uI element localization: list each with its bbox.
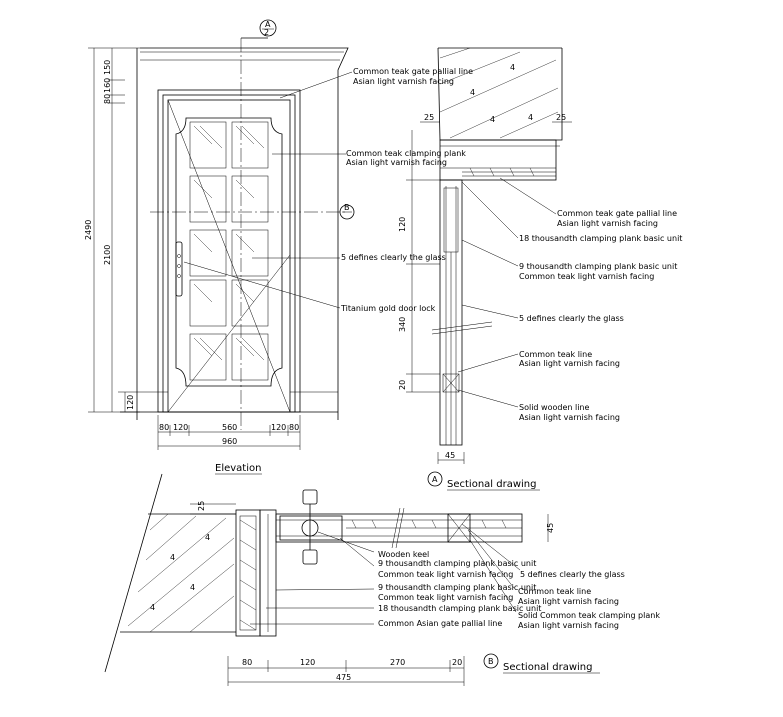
dim-h-560: 560 bbox=[222, 423, 237, 432]
section-b-drawing: 4 4 4 4 bbox=[104, 473, 600, 686]
svg-text:4: 4 bbox=[470, 88, 475, 97]
svg-text:4: 4 bbox=[205, 533, 210, 542]
dim-h-120-left: 120 bbox=[173, 423, 188, 432]
svg-text:2: 2 bbox=[264, 28, 269, 37]
elevation-callouts: Common teak gate pallial line Asian ligh… bbox=[183, 67, 473, 313]
elev-callout-4: Titanium gold door lock bbox=[340, 304, 436, 313]
section-a-callouts: Common teak gate pallial line Asian ligh… bbox=[457, 177, 682, 422]
elevation-horizontal-dimensions: 80 120 560 120 80 960 bbox=[157, 415, 301, 450]
sec-b-dim-475: 475 bbox=[336, 673, 351, 682]
sec-b-callout-7-l2: Asian light varnish facing bbox=[518, 621, 619, 630]
sec-a-callout-6-l1: Solid wooden line bbox=[519, 403, 590, 412]
sec-a-dim-25-right: 25 bbox=[556, 113, 566, 122]
svg-text:4: 4 bbox=[150, 603, 155, 612]
elevation-vertical-dimensions: 2490 2100 150 160 80 120 bbox=[84, 47, 140, 413]
section-marker-a-top: A bbox=[265, 20, 271, 29]
elev-callout-1-l2: Asian light varnish facing bbox=[353, 77, 454, 86]
sec-b-callout-4-l2: Common teak light varnish facing bbox=[378, 593, 513, 602]
sec-b-callout-4-l1: 9 thousandth clamping plank basic unit bbox=[378, 583, 536, 592]
dim-h-80-right: 80 bbox=[289, 423, 299, 432]
sec-a-dim-20: 20 bbox=[398, 380, 407, 390]
dim-h-960: 960 bbox=[222, 437, 237, 446]
sec-b-dim-120: 120 bbox=[300, 658, 315, 667]
sec-a-callout-3-l2: Common teak light varnish facing bbox=[519, 272, 654, 281]
dim-150: 150 bbox=[103, 60, 112, 75]
sec-b-callout-1: Wooden keel bbox=[378, 550, 429, 559]
section-a-title: Sectional drawing bbox=[447, 479, 536, 490]
section-b-callouts: Wooden keel 9 thousandth clamping plank … bbox=[250, 523, 660, 630]
sec-b-callout-6: 18 thousandth clamping plank basic unit bbox=[378, 604, 541, 613]
sec-b-dim-80: 80 bbox=[242, 658, 252, 667]
door-elevation: A 2 B bbox=[120, 19, 355, 430]
sec-b-callout-7-l1: Solid Common teak clamping plank bbox=[518, 611, 660, 620]
sec-a-callout-1-l2: Asian light varnish facing bbox=[557, 219, 658, 228]
sec-a-callout-5-l1: Common teak line bbox=[519, 350, 592, 359]
sec-b-dim-270: 270 bbox=[390, 658, 405, 667]
section-b-title: Sectional drawing bbox=[503, 662, 592, 673]
sec-a-dim-45: 45 bbox=[445, 451, 455, 460]
sec-a-dim-120: 120 bbox=[398, 217, 407, 232]
section-marker-b: B bbox=[488, 657, 494, 666]
elev-callout-3: 5 defines clearly the glass bbox=[341, 253, 446, 262]
dim-h-120-right: 120 bbox=[271, 423, 286, 432]
sec-b-callout-5-l1: Common teak line bbox=[518, 587, 591, 596]
sec-b-callout-2-l2: Common teak light varnish facing bbox=[378, 570, 513, 579]
svg-text:4: 4 bbox=[190, 583, 195, 592]
svg-text:4: 4 bbox=[510, 63, 515, 72]
sec-b-callout-8: Common Asian gate pallial line bbox=[378, 619, 502, 628]
sec-b-dim-45: 45 bbox=[546, 523, 555, 533]
section-a-drawing: 4 4 4 4 120 340 20 25 25 bbox=[398, 47, 572, 491]
sec-a-callout-2: 18 thousandth clamping plank basic unit bbox=[519, 234, 682, 243]
sec-b-dim-25: 25 bbox=[197, 501, 206, 511]
elev-callout-2-l2: Asian light varnish facing bbox=[346, 158, 447, 167]
sec-a-callout-6-l2: Asian light varnish facing bbox=[519, 413, 620, 422]
dim-160: 160 bbox=[103, 78, 112, 93]
sec-a-callout-4: 5 defines clearly the glass bbox=[519, 314, 624, 323]
sec-a-callout-3-l1: 9 thousandth clamping plank basic unit bbox=[519, 262, 677, 271]
elevation-title: Elevation bbox=[215, 463, 261, 474]
sec-a-dim-25-left: 25 bbox=[424, 113, 434, 122]
sec-b-callout-5-l2: Asian light varnish facing bbox=[518, 597, 619, 606]
section-marker-a: A bbox=[432, 475, 438, 484]
sec-b-callout-2-l1: 9 thousandth clamping plank basic unit bbox=[378, 559, 536, 568]
elev-callout-1-l1: Common teak gate pallial line bbox=[353, 67, 473, 76]
svg-text:4: 4 bbox=[170, 553, 175, 562]
dim-h-80-left: 80 bbox=[159, 423, 169, 432]
sec-b-dim-20: 20 bbox=[452, 658, 462, 667]
svg-text:4: 4 bbox=[528, 113, 533, 122]
sec-a-callout-1-l1: Common teak gate pallial line bbox=[557, 209, 677, 218]
sec-a-dim-340: 340 bbox=[398, 317, 407, 332]
dim-2100: 2100 bbox=[103, 245, 112, 265]
dim-80: 80 bbox=[103, 94, 112, 104]
section-marker-b-elev: B bbox=[344, 203, 350, 212]
dim-120-vert: 120 bbox=[126, 395, 135, 410]
sec-a-callout-5-l2: Asian light varnish facing bbox=[519, 359, 620, 368]
dim-2490: 2490 bbox=[84, 220, 93, 240]
sec-b-callout-3: 5 defines clearly the glass bbox=[520, 570, 625, 579]
elev-callout-2-l1: Common teak clamping plank bbox=[346, 149, 466, 158]
svg-text:4: 4 bbox=[490, 115, 495, 124]
